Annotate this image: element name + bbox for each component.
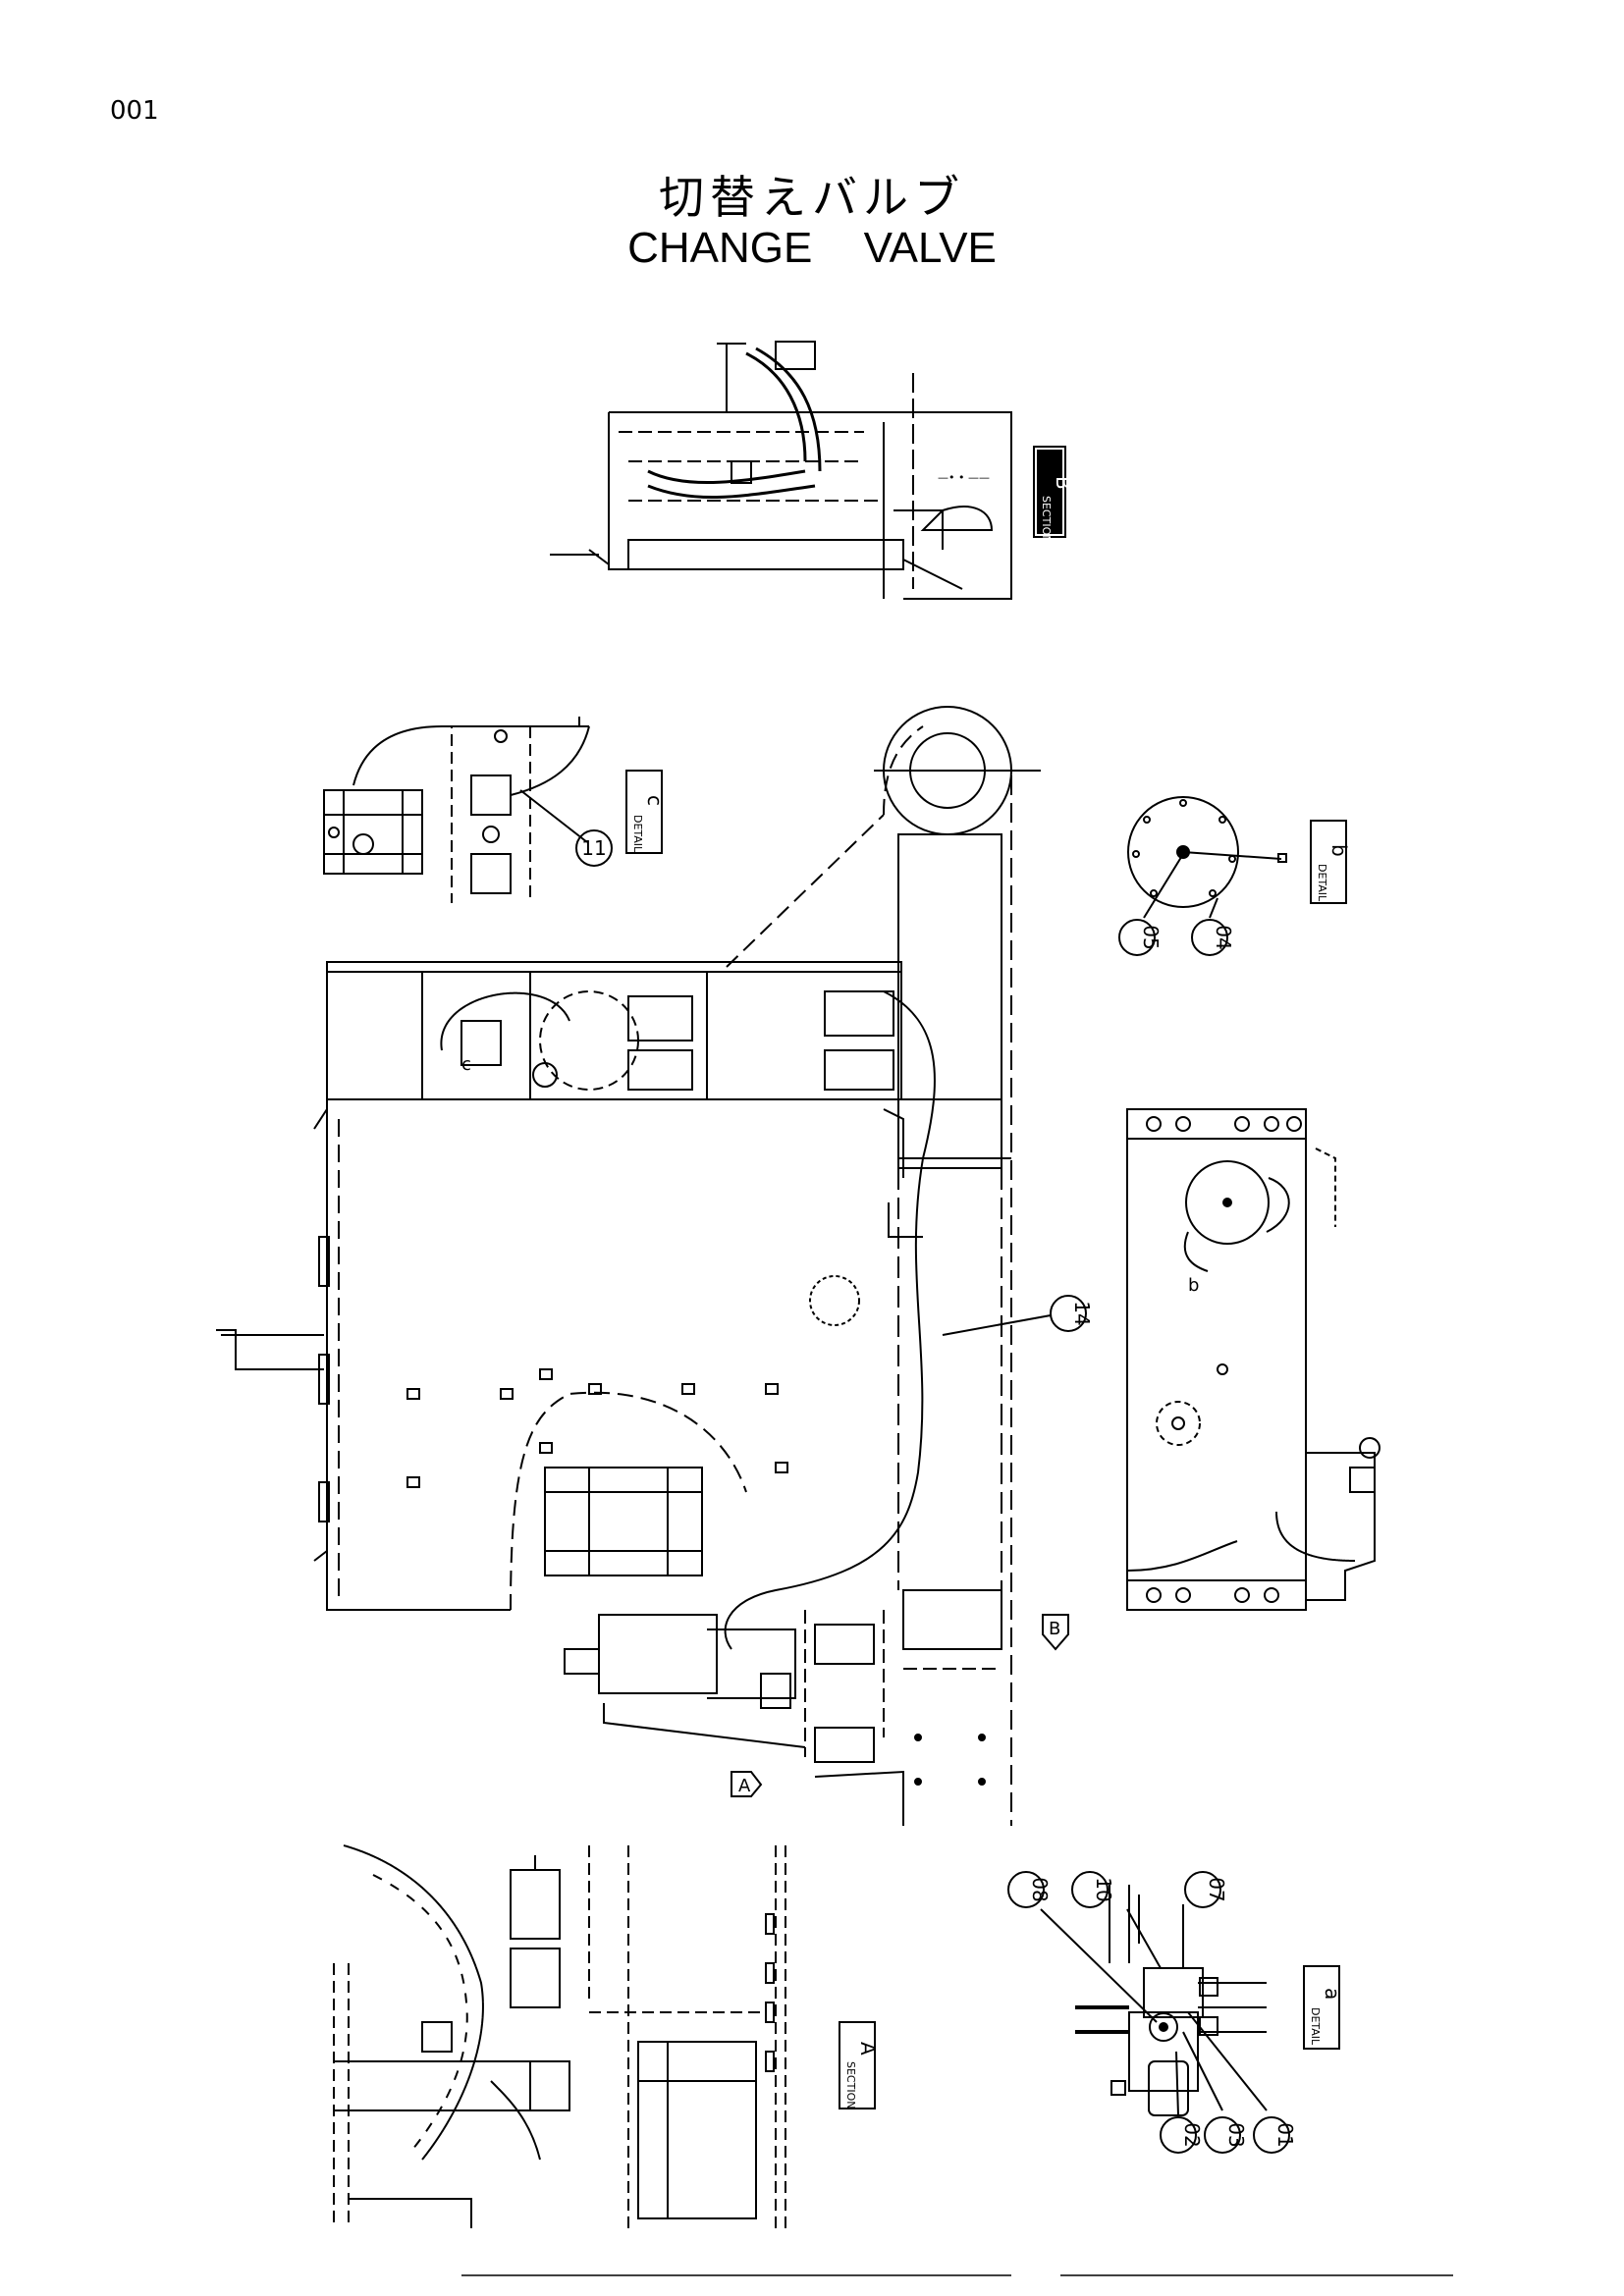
detail-c-view — [323, 717, 590, 903]
detail-b-caption: DETAIL — [1316, 864, 1328, 902]
callout-05: 05 — [1118, 919, 1163, 956]
detail-c-letter: c — [643, 795, 667, 806]
svg-text:07: 07 — [1205, 1877, 1228, 1901]
svg-text:02: 02 — [1180, 2122, 1204, 2147]
detail-a-view — [1040, 1885, 1268, 2116]
svg-text:01: 01 — [1273, 2122, 1297, 2147]
page-number: 001 — [110, 96, 159, 126]
detail-c-tag: c DETAIL — [625, 770, 667, 854]
detail-c-caption: DETAIL — [631, 815, 644, 853]
callout-10: 10 — [1071, 1871, 1115, 1908]
arrow-a-label: A — [738, 1776, 751, 1796]
svg-text:—• • ——: —• • —— — [938, 471, 990, 484]
callout-03: 03 — [1204, 2116, 1248, 2154]
section-b-caption: SECTION — [1040, 496, 1053, 543]
detail-a-caption: DETAIL — [1309, 2007, 1322, 2046]
svg-text:10: 10 — [1092, 1877, 1115, 1901]
mark-c: c — [461, 1054, 471, 1075]
svg-text:14: 14 — [1070, 1301, 1094, 1325]
section-b-view: —• • —— — [550, 341, 1012, 600]
title-english: CHANGE VALVE — [627, 224, 997, 272]
svg-text:05: 05 — [1139, 925, 1163, 949]
title-japanese: 切替えバルブ — [659, 171, 965, 224]
callout-07: 07 — [1184, 1871, 1228, 1908]
boom-foot-view: b — [1126, 1108, 1380, 1611]
detail-b-view — [1127, 796, 1287, 919]
callout-01: 01 — [1253, 2116, 1297, 2154]
detail-b-tag: b DETAIL — [1310, 820, 1351, 904]
callout-04: 04 — [1191, 919, 1235, 956]
callout-02: 02 — [1160, 2116, 1204, 2154]
section-a-view — [333, 1844, 786, 2228]
svg-text:04: 04 — [1212, 925, 1235, 949]
callout-08: 08 — [1007, 1871, 1052, 1908]
detail-a-tag: a DETAIL — [1303, 1965, 1344, 2050]
section-b-letter: B — [1052, 476, 1075, 490]
section-b-tag: B SECTION — [1033, 446, 1075, 543]
svg-text:11: 11 — [581, 836, 606, 860]
main-frame-view: c — [216, 706, 1069, 1826]
arrow-b-label: B — [1049, 1619, 1060, 1639]
mark-b: b — [1188, 1275, 1199, 1296]
callout-11: 11 — [575, 829, 613, 867]
svg-text:03: 03 — [1224, 2122, 1248, 2147]
detail-a-letter: a — [1321, 1988, 1344, 2000]
detail-b-letter: b — [1327, 844, 1351, 857]
section-a-tag: A SECTION — [839, 2021, 880, 2109]
section-a-letter: A — [856, 2042, 880, 2056]
section-a-caption: SECTION — [844, 2061, 857, 2109]
svg-text:08: 08 — [1028, 1877, 1052, 1901]
callout-14: 14 — [1050, 1295, 1094, 1332]
